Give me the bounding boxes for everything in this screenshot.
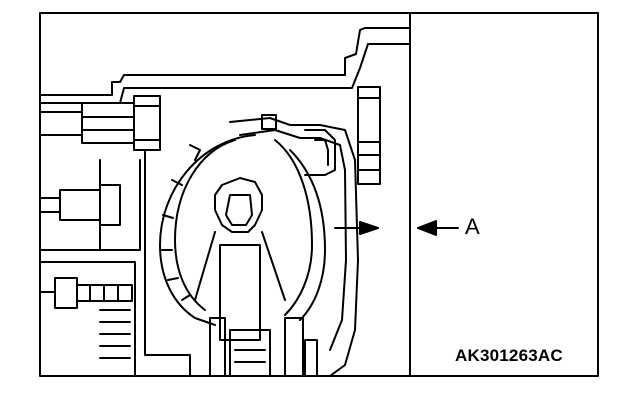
bolt-lower xyxy=(39,277,133,309)
housing-outline xyxy=(39,27,411,96)
bolt-middle xyxy=(39,184,121,226)
clutch-plate-teeth xyxy=(161,144,201,301)
clutch-plates xyxy=(159,134,256,326)
left-column xyxy=(39,159,141,377)
callout-arrow-a xyxy=(417,220,459,236)
left-ribs xyxy=(99,309,131,359)
clutch-drum-outer xyxy=(229,117,359,377)
lower-assembly xyxy=(209,317,318,377)
right-cylinder xyxy=(357,86,381,185)
measure-arrow xyxy=(334,221,379,235)
clutch-drum-inner xyxy=(239,129,347,351)
callout-label-a: A xyxy=(465,214,480,239)
center-hub xyxy=(194,177,286,341)
snap-ring xyxy=(261,114,336,176)
bolt-upper xyxy=(39,95,161,151)
clutch-plate-right xyxy=(274,139,326,321)
inner-wall xyxy=(144,149,191,377)
figure-frame xyxy=(39,12,599,377)
figure-part-number: AK301263AC xyxy=(455,346,563,365)
